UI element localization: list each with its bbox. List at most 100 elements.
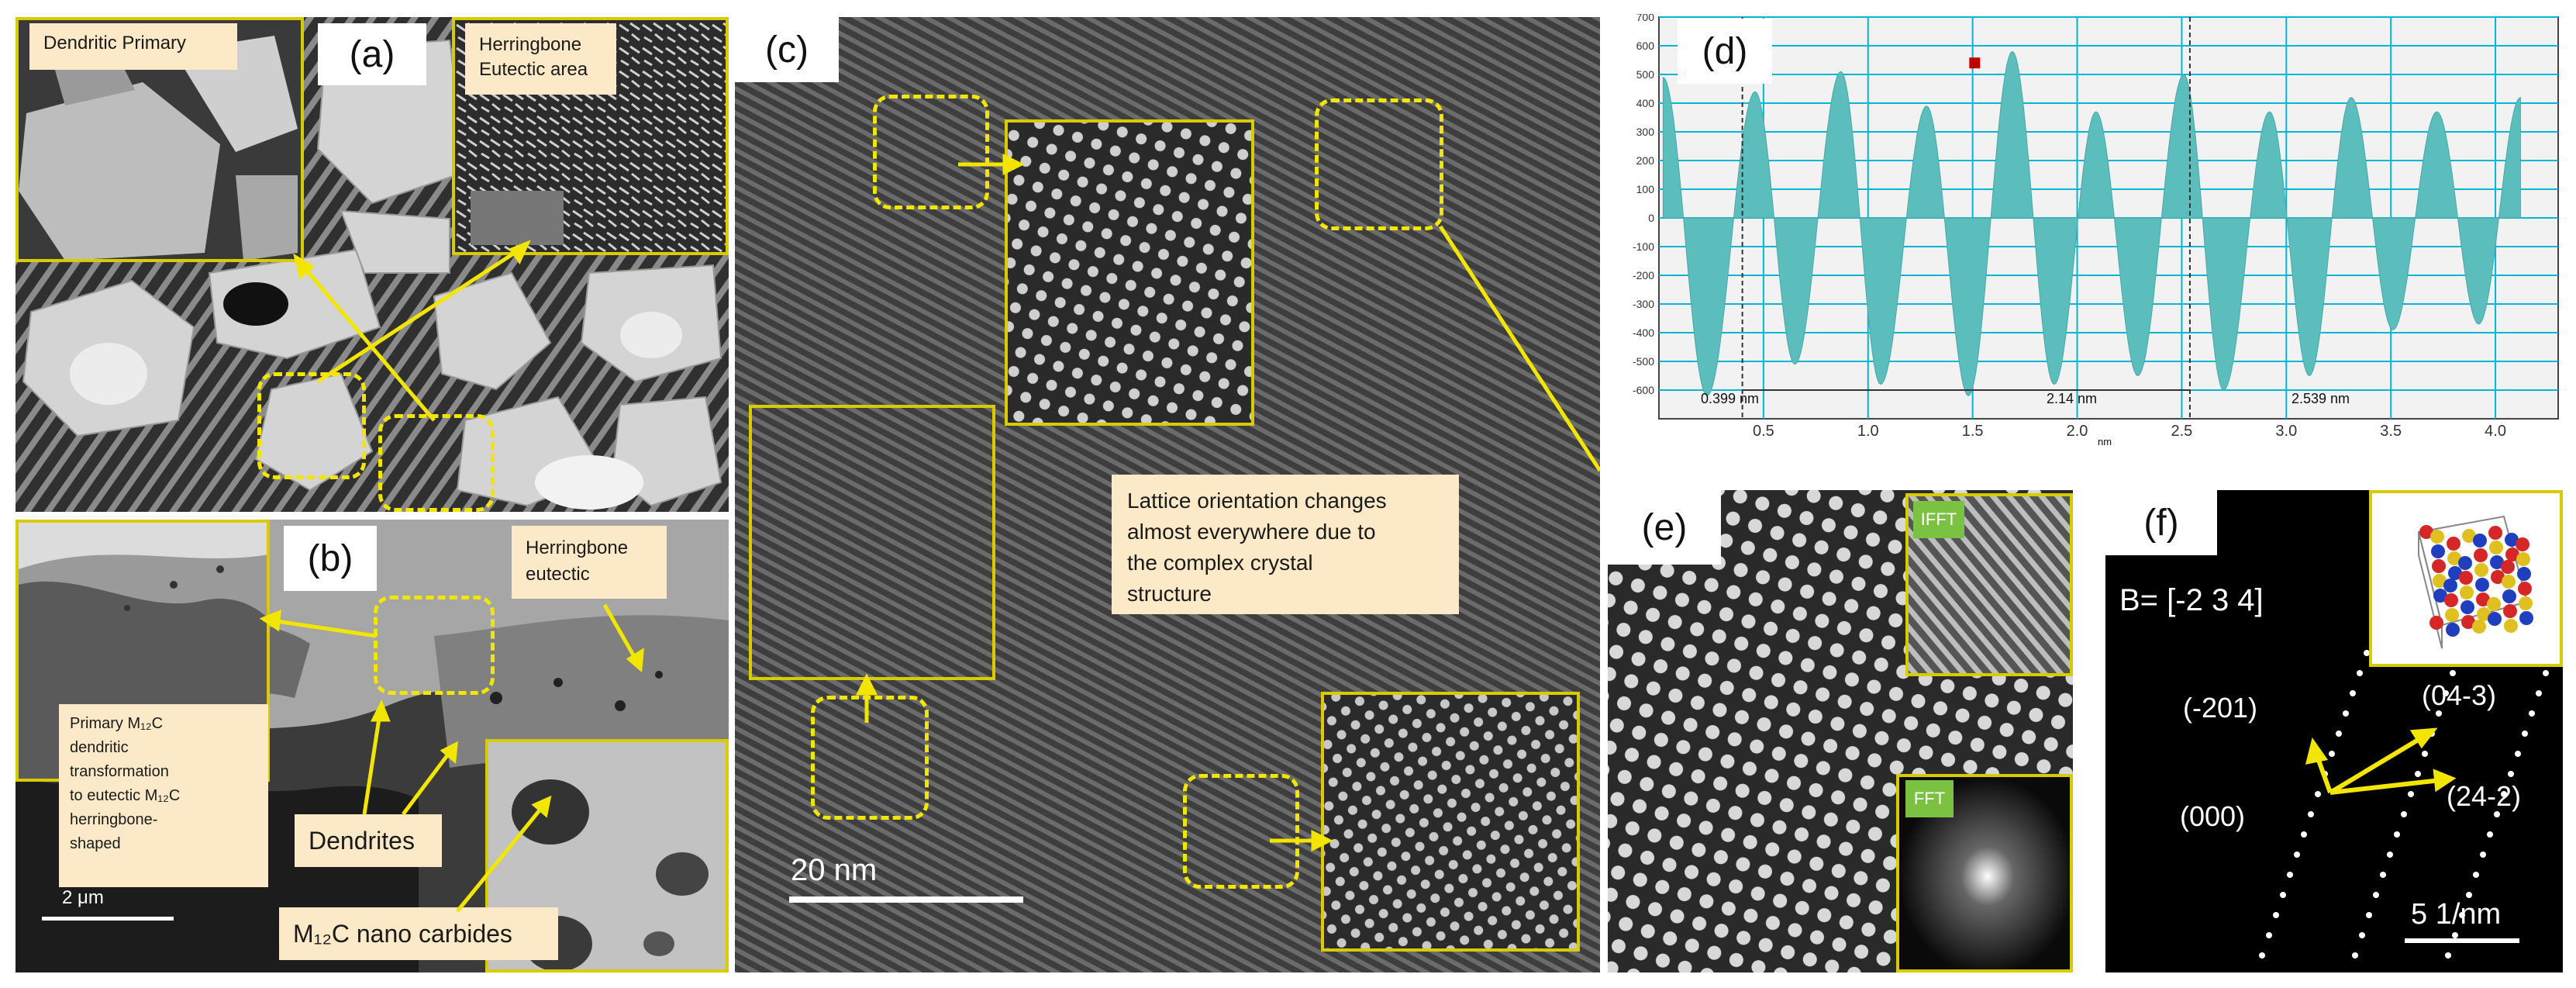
- panel-d-chart: -600-500-400-300-200-1000100200300400500…: [1633, 14, 2559, 440]
- atom: [2433, 589, 2447, 603]
- panel-c-roi-2: [1315, 98, 1443, 230]
- diffraction-spot: [2536, 690, 2542, 696]
- diffraction-spot: [2373, 892, 2379, 898]
- y-tick-label: -200: [1633, 269, 1654, 282]
- atom: [2448, 566, 2462, 580]
- panel-b: Primary M₁₂C dendritic transformation to…: [16, 520, 729, 972]
- diffraction-spot: [2287, 872, 2293, 878]
- diffraction-spot: [2408, 791, 2414, 797]
- diffraction-spot: [2480, 852, 2486, 858]
- x-tick-label: 3.5: [2380, 423, 2402, 440]
- panel-a: Dendritic Primary Herringbone Eutectic a…: [16, 17, 729, 512]
- panel-e-fft-tag: FFT: [1905, 780, 1954, 817]
- panel-b-note-primary: Primary M₁₂C dendritic transformation to…: [59, 704, 268, 887]
- x-tick-label: 3.0: [2275, 423, 2297, 440]
- diffraction-spot: [2308, 811, 2314, 817]
- panel-a-label: (a): [318, 23, 426, 85]
- panel-a-roi-1: [257, 372, 366, 479]
- panel-b-note-dendrites: Dendrites: [295, 814, 442, 867]
- diffraction-spot: [2452, 932, 2458, 938]
- diffraction-spot: [2380, 872, 2386, 878]
- atom: [2461, 615, 2475, 629]
- panel-c-arrows: [855, 153, 1600, 852]
- atom: [2447, 551, 2461, 565]
- y-tick-label: 200: [1636, 154, 1655, 167]
- y-tick-label: 600: [1636, 40, 1655, 52]
- atom: [2503, 604, 2517, 618]
- chart-markers: [1969, 57, 1981, 69]
- panel-c-label: (c): [735, 17, 839, 82]
- panel-c-note: Lattice orientation changes almost every…: [1112, 475, 1459, 614]
- diffraction-spot: [2273, 912, 2279, 918]
- panel-a-roi-2: [378, 414, 495, 512]
- atom: [2477, 607, 2491, 621]
- x-tick-label: 2.0: [2067, 423, 2088, 440]
- atom: [2446, 623, 2460, 637]
- x-tick-label: 2.5: [2171, 423, 2193, 440]
- diffraction-spot: [2352, 952, 2358, 959]
- panel-f-scalebar: [2405, 938, 2519, 943]
- y-tick-label: -100: [1633, 240, 1654, 253]
- diffraction-spot: [2494, 811, 2500, 817]
- diffraction-spot: [2350, 690, 2356, 696]
- atom: [2419, 525, 2433, 539]
- atom: [2517, 567, 2531, 581]
- y-tick-label: 400: [1636, 97, 1655, 109]
- atom: [2489, 541, 2503, 554]
- y-tick-label: -600: [1633, 384, 1654, 396]
- atom: [2505, 533, 2519, 547]
- atom: [2490, 555, 2504, 569]
- diffraction-spot: [2301, 831, 2307, 838]
- x-tick-label: 4.0: [2485, 423, 2506, 440]
- x-tick-label: 0.5: [1753, 423, 1774, 440]
- diffraction-spot: [2466, 892, 2472, 898]
- y-tick-label: 500: [1636, 68, 1655, 81]
- atom: [2444, 593, 2458, 607]
- panel-c-scalebar: [789, 896, 1023, 903]
- atom: [2447, 537, 2460, 551]
- diffraction-spot: [2364, 650, 2370, 656]
- panel-f-spot-2: (04-3): [2422, 679, 2497, 711]
- panel-e-label: (e): [1608, 490, 1721, 565]
- atom: [2501, 560, 2515, 574]
- diffraction-spot: [2315, 791, 2321, 797]
- atom: [2443, 579, 2457, 592]
- diffraction-spot: [2529, 710, 2535, 717]
- diffraction-spot: [2387, 852, 2393, 858]
- y-tick-label: 100: [1636, 183, 1655, 195]
- diffraction-spot: [2336, 731, 2342, 737]
- panel-b-label: (b): [284, 526, 377, 591]
- diffraction-spot: [2394, 831, 2400, 838]
- chart-vlines: [1741, 17, 2191, 419]
- y-tick-label: -500: [1633, 355, 1654, 368]
- atom: [2433, 574, 2447, 588]
- atom: [2519, 611, 2533, 625]
- atom: [2472, 620, 2486, 634]
- diffraction-spot: [2436, 710, 2442, 717]
- panel-a-note-primary: Dendritic Primary: [29, 23, 237, 70]
- atom: [2474, 548, 2488, 562]
- panel-c-roi-1: [873, 95, 989, 209]
- diffraction-spot: [2266, 932, 2272, 938]
- atom: [2488, 526, 2502, 540]
- diffraction-spot: [2329, 751, 2335, 757]
- atom: [2518, 582, 2532, 596]
- diffraction-spot: [2366, 912, 2372, 918]
- crystal-structure-icon: [2372, 493, 2560, 664]
- diffraction-spot: [2357, 670, 2363, 676]
- panel-c-inset-left: [749, 405, 995, 680]
- atom: [2459, 571, 2473, 585]
- chart-marker: [1969, 57, 1981, 69]
- atom: [2516, 537, 2529, 551]
- chart-annotation-right: 2.539 nm: [2292, 391, 2350, 406]
- panel-c-roi-4: [1183, 774, 1299, 889]
- panel-b-scale-label: 2 μm: [62, 887, 104, 908]
- chart-annotation-left: 0.399 nm: [1701, 391, 1760, 406]
- diffraction-spot: [2445, 952, 2451, 959]
- diffraction-spot: [2487, 831, 2493, 838]
- y-tick-label: 0: [1648, 212, 1654, 224]
- x-tick-label: 1.5: [1962, 423, 1984, 440]
- panel-f-spot-origin: (000): [2180, 800, 2246, 832]
- diffraction-spot: [2450, 670, 2456, 676]
